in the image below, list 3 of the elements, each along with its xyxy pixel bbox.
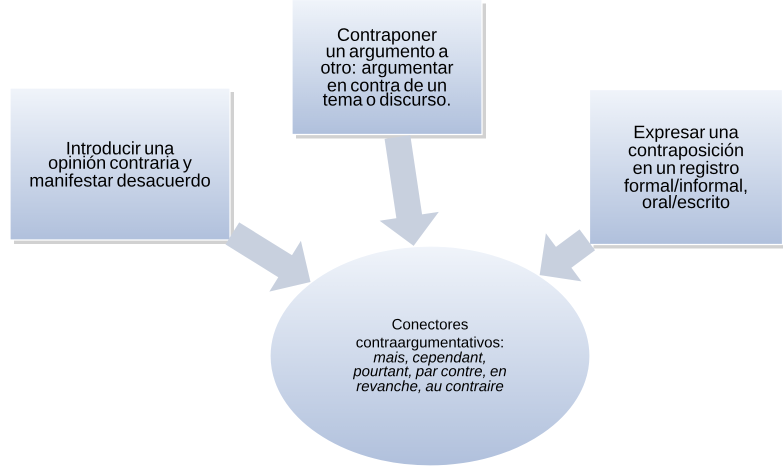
- text-box: Introducir una opinión contraria y manifestar desacuerdo: [9, 87, 231, 241]
- text-box: Contraponer un argumento a otro: argumentar en contra de un tema o discurso.: [291, 0, 483, 136]
- text-box: Expresar una contraposición en un registro formal/informal, oral/escrito: [588, 88, 783, 246]
